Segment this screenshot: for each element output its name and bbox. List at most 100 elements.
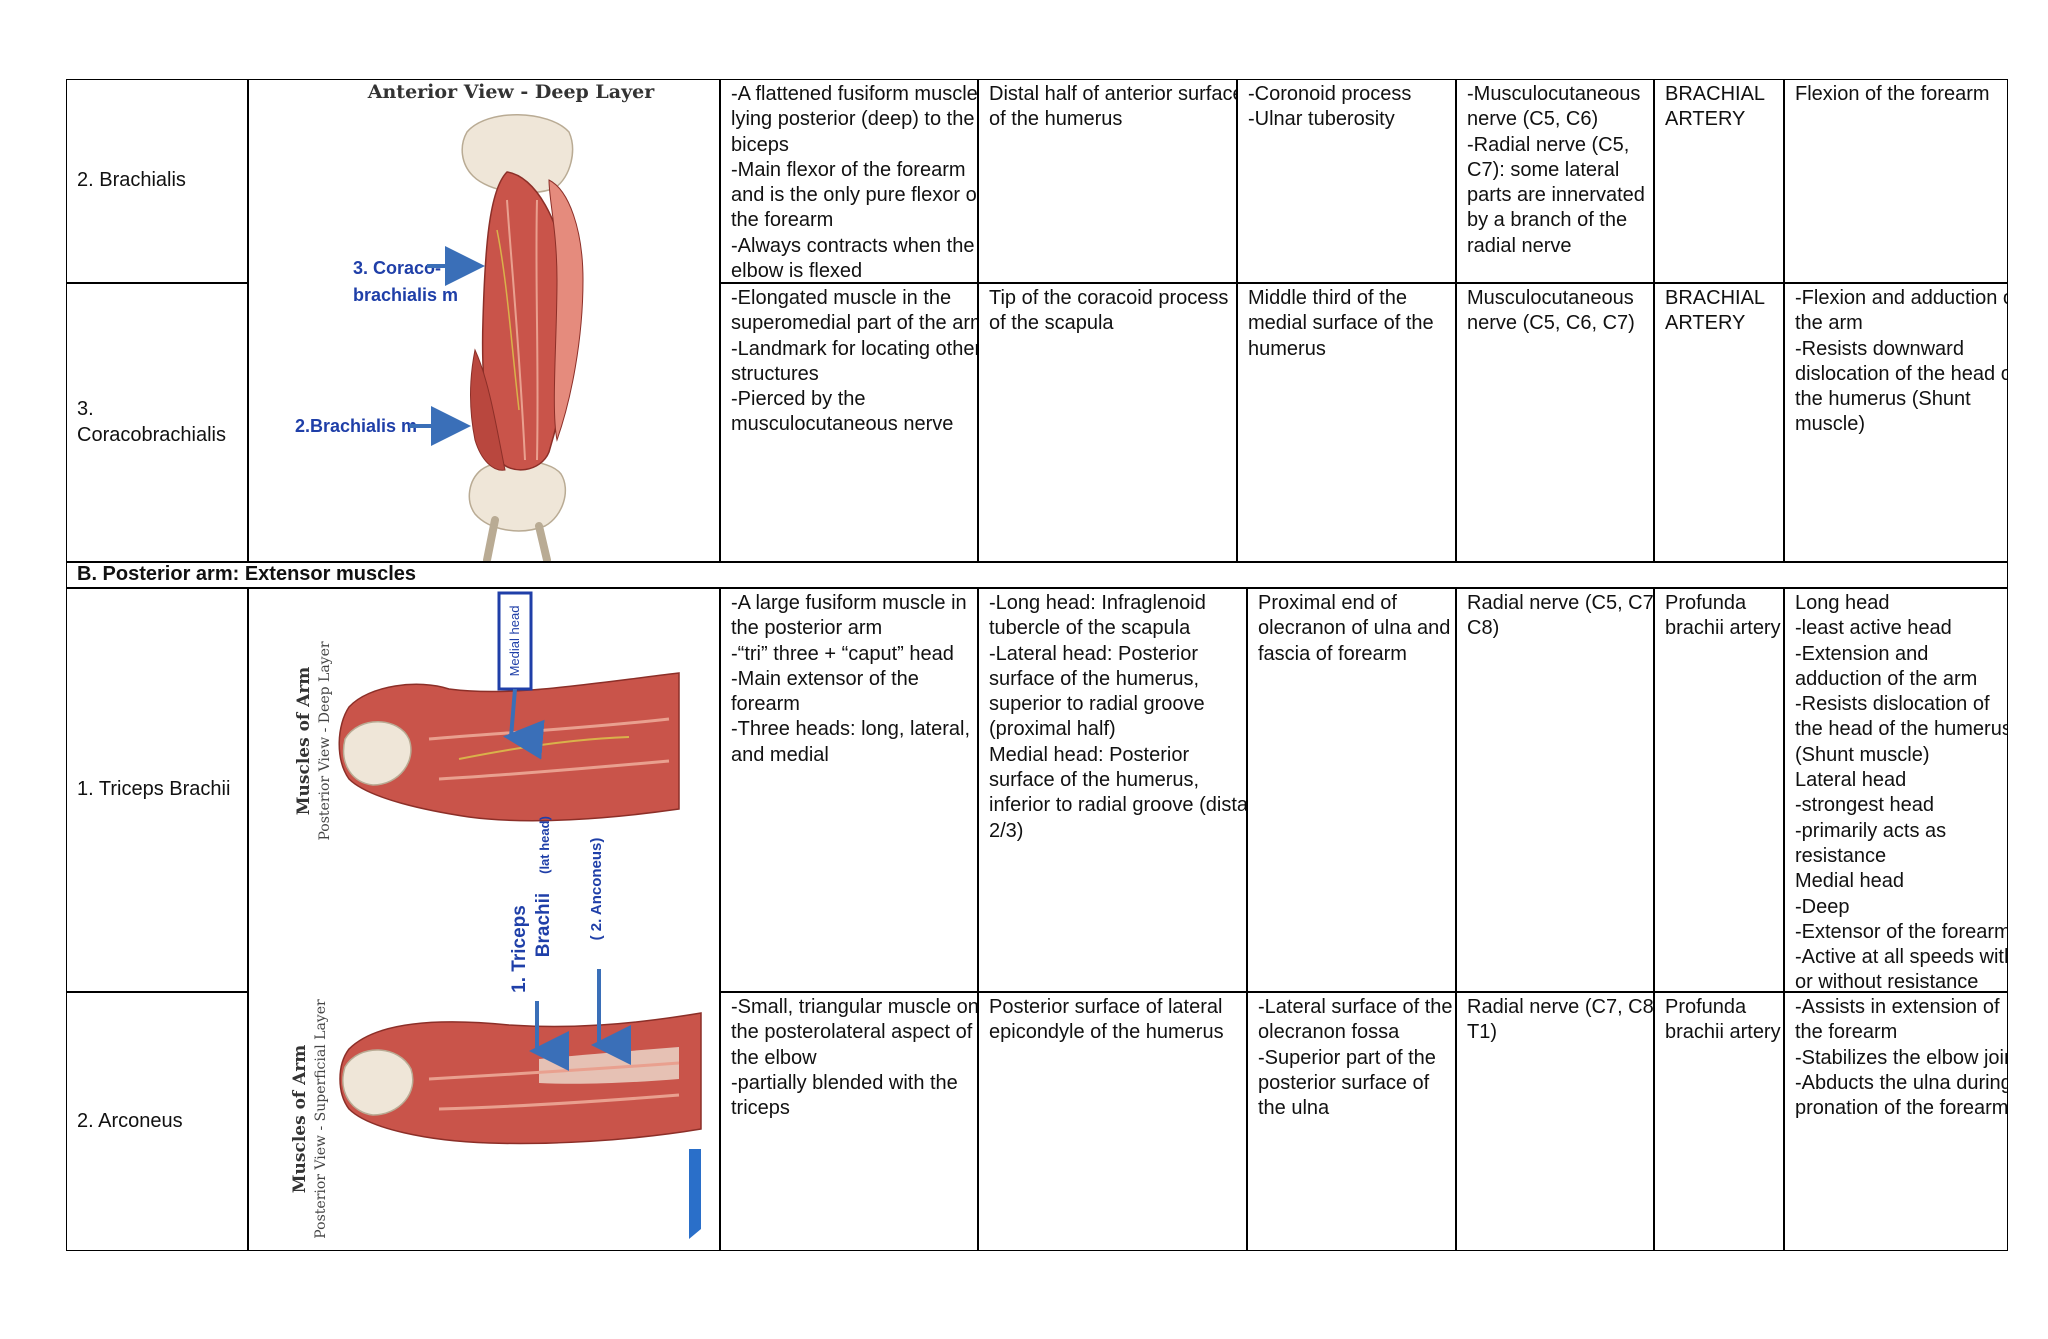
cell-blood-arconeus: Profunda brachii artery (1654, 992, 1784, 1251)
cell-line: the posterolateral aspect of (731, 1021, 973, 1044)
cell-line: resistance (1795, 844, 1887, 867)
cell-line: BRACHIAL (1665, 83, 1766, 105)
cell-line: Profunda (1665, 996, 1747, 1018)
cell-line: of the humerus (989, 108, 1123, 131)
cell-innervation-arconeus: Radial nerve (C7, C8,T1) (1456, 992, 1654, 1251)
triceps-tendon (539, 1047, 679, 1084)
cell-line: ARTERY (1665, 312, 1746, 335)
cell-line: brachii artery (1665, 1021, 1781, 1044)
cell-line: Proximal end of (1258, 592, 1397, 614)
cell-line: BRACHIAL (1665, 287, 1766, 309)
deep-side-title-2: Posterior View - Deep Layer (317, 641, 333, 840)
superficial-shoulder-bone (342, 1049, 414, 1116)
cell-line: -Resists downward (1795, 337, 1964, 360)
cell-line: structures (731, 362, 819, 385)
cell-line: the posterior arm (731, 617, 883, 640)
cell-line: -A flattened fusiform muscle (731, 83, 978, 105)
cell-line: Musculocutaneous (1467, 287, 1634, 309)
cell-line: lying posterior (deep) to the (731, 108, 975, 131)
cell-line: Flexion of the forearm (1795, 83, 1990, 105)
cell-line: Medial head (1795, 870, 1904, 893)
cell-line: surface of the humerus, (989, 667, 1200, 690)
cell-line: -Superior part of the (1258, 1046, 1436, 1069)
cell-action-brachialis: Flexion of the forearm (1784, 79, 2008, 283)
cell-line: -Assists in extension of (1795, 996, 2000, 1018)
cell-line: olecranon fossa (1258, 1021, 1400, 1044)
cell-line: Posterior surface of lateral (989, 996, 1223, 1018)
cell-line: the forearm (731, 209, 834, 232)
superficial-muscle-fibers (428, 1061, 680, 1111)
cell-line: C7): some lateral (1467, 158, 1620, 181)
cell-line: medial surface of the (1248, 312, 1434, 335)
cell-line: superomedial part of the arm (731, 312, 978, 335)
image-edge-blue (689, 1149, 701, 1239)
cell-line: -partially blended with the (731, 1071, 958, 1094)
cell-line: fascia of forearm (1258, 642, 1407, 665)
cell-action-arconeus: -Assists in extension of the forearm-Stab… (1784, 992, 2008, 1251)
cell-line: elbow is flexed (731, 260, 863, 283)
figure-anterior-deep-layer: Anterior View - Deep Layer 3. Coraco- br… (248, 79, 720, 562)
cell-line: (Shunt muscle) (1795, 743, 1930, 766)
cell-line: the forearm (1795, 1021, 1898, 1044)
cell-name-coracobrachialis: 3. Coracobrachialis (66, 283, 248, 562)
cell-line: -Lateral surface of the (1258, 996, 1453, 1018)
cell-line: by a branch of the (1467, 209, 1628, 232)
superficial-side-title-2: Posterior View - Superficial Layer (313, 999, 329, 1239)
cell-line: Middle third of the (1248, 287, 1407, 309)
label-medial-head: Medial head (507, 606, 522, 677)
cell-line: humerus (1248, 337, 1326, 360)
cell-line: triceps (731, 1097, 790, 1120)
cell-line: inferior to radial groove (distal (989, 794, 1247, 817)
cell-line: Medial head: Posterior (989, 743, 1190, 766)
label-brachialis: 2.Brachialis m (295, 416, 417, 436)
cell-line: nerve (C5, C6) (1467, 108, 1599, 131)
figure-posterior-layers: Medial head Muscles of Arm Posterior Vie… (248, 588, 720, 1251)
cell-line: parts are innervated (1467, 184, 1645, 207)
cell-line: 2/3) (989, 819, 1024, 842)
figure-title: Anterior View - Deep Layer (367, 81, 655, 103)
label-triceps-line1: 1. Triceps (509, 905, 530, 993)
deep-side-title-1: Muscles of Arm (294, 667, 314, 816)
cell-line: muscle) (1795, 413, 1866, 436)
cell-line: Lateral head (1795, 769, 1907, 792)
cell-line: -Landmark for locating other (731, 337, 978, 360)
cell-line: -Extension and (1795, 642, 1929, 665)
cell-description-brachialis: -A flattened fusiform muscle lying poster… (720, 79, 978, 283)
coracobrachialis-muscle (548, 179, 584, 442)
cell-line: biceps (731, 133, 789, 156)
cell-line: -Abducts the ulna during (1795, 1071, 2008, 1094)
cell-line: epicondyle of the humerus (989, 1021, 1224, 1044)
cell-line: or without resistance (1795, 971, 1979, 992)
cell-line: -“tri” three + “caput” head (731, 642, 954, 665)
elbow-bone (468, 460, 567, 532)
cell-description-arconeus: -Small, triangular muscle on the posterol… (720, 992, 978, 1251)
cell-innervation-triceps: Radial nerve (C5, C7,C8) (1456, 588, 1654, 992)
label-coracobrachialis-line2: brachialis m (353, 285, 458, 305)
section-title: B. Posterior arm: Extensor muscles (77, 563, 417, 585)
cell-name-brachialis: 2. Brachialis (66, 79, 248, 283)
cell-line: -Main flexor of the forearm (731, 158, 966, 181)
cell-line: -Radial nerve (C5, (1467, 133, 1630, 156)
cell-line: -Stabilizes the elbow joint (1795, 1046, 2008, 1069)
cell-name-triceps: 1. Triceps Brachii (66, 588, 248, 992)
posterior-arm-illustration: Medial head Muscles of Arm Posterior Vie… (290, 591, 702, 1239)
brachialis-muscle (470, 348, 506, 471)
cell-line: and medial (731, 743, 829, 766)
forearm-bones (483, 516, 551, 561)
cell-line: -Elongated muscle in the (731, 287, 952, 309)
cell-line: -Ulnar tuberosity (1248, 108, 1395, 131)
cell-line: Profunda (1665, 592, 1747, 614)
cell-line: -Always contracts when the (731, 234, 975, 257)
cell-line: -Resists dislocation of (1795, 693, 1990, 716)
cell-line: -Extensor of the forearm (1795, 920, 2008, 943)
section-header-posterior: B. Posterior arm: Extensor muscles (66, 562, 2008, 588)
cell-line: Distal half of anterior surface (989, 83, 1237, 105)
cell-line: -Small, triangular muscle on (731, 996, 978, 1018)
cell-line: -Three heads: long, lateral, (731, 718, 971, 741)
cell-line: -Active at all speeds with (1795, 946, 2008, 969)
cell-blood-coracobrachialis: BRACHIAL ARTERY (1654, 283, 1784, 562)
